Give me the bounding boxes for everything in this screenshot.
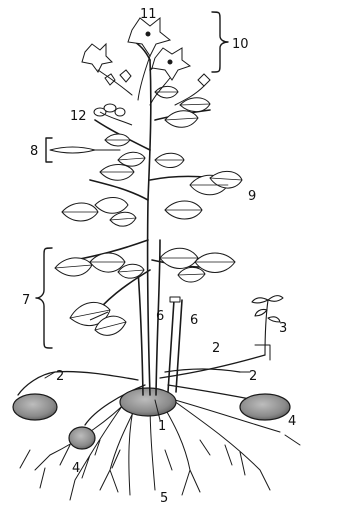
label-12: 12 [70,109,87,124]
tuber-right [240,394,290,420]
stems [75,40,230,395]
label-3: 3 [279,321,287,336]
tuber-left-lower [69,427,95,449]
flower-left [82,44,112,72]
label-7: 7 [22,293,30,308]
label-2-right-upper: 2 [212,341,220,356]
flower-small-a [120,70,131,82]
label-4-left: 4 [72,461,80,476]
label-6-right: 6 [190,313,198,328]
tuber-left [13,394,57,420]
leaf-attachment [50,147,120,153]
label-9: 9 [248,189,256,204]
bracket-10 [212,12,228,72]
label-4-right: 4 [288,414,296,429]
label-2-right-lower: 2 [249,369,257,384]
buds [94,104,132,125]
label-6-left: 6 [156,309,164,324]
label-2-left: 2 [56,369,64,384]
label-10: 10 [232,37,249,52]
flower-small-b [198,74,210,86]
label-1: 1 [158,419,166,434]
label-11: 11 [140,7,157,22]
bracket-7 [36,248,52,348]
label-5: 5 [160,491,168,506]
label-8: 8 [30,144,38,159]
